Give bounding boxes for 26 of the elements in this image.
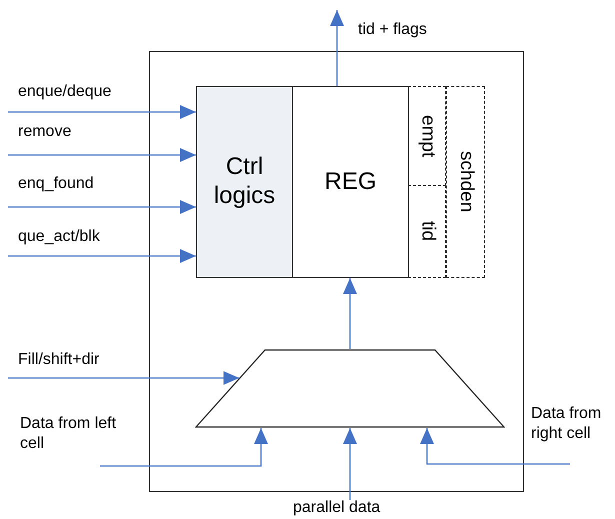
arrow [8,200,196,214]
logic-block: Ctrl logics [196,86,293,278]
signal-label: tid + flags [358,20,427,40]
signal-label: enque/deque [18,82,112,102]
register-block: REG [292,86,409,278]
multiplexer-trapezoid [195,349,505,428]
register-field: empt [408,86,446,186]
signal-label: parallel data [293,498,380,518]
arrow [330,10,344,86]
arrow [420,428,570,465]
register-field: schden [446,86,485,278]
arrow [100,428,268,467]
arrow [8,148,196,162]
arrow [8,371,240,385]
signal-label: enq_found [18,174,94,194]
signal-label: Data from left cell [20,414,118,454]
arrow [343,428,357,500]
arrow [8,105,196,119]
arrow [343,278,357,349]
signal-label: Data from right cell [531,404,602,444]
block-outline [149,51,524,492]
register-field: tid [408,185,446,278]
arrow [8,249,196,263]
signal-label: Fill/shift+dir [18,350,100,370]
signal-label: que_act/blk [18,227,100,247]
signal-label: remove [18,122,72,142]
